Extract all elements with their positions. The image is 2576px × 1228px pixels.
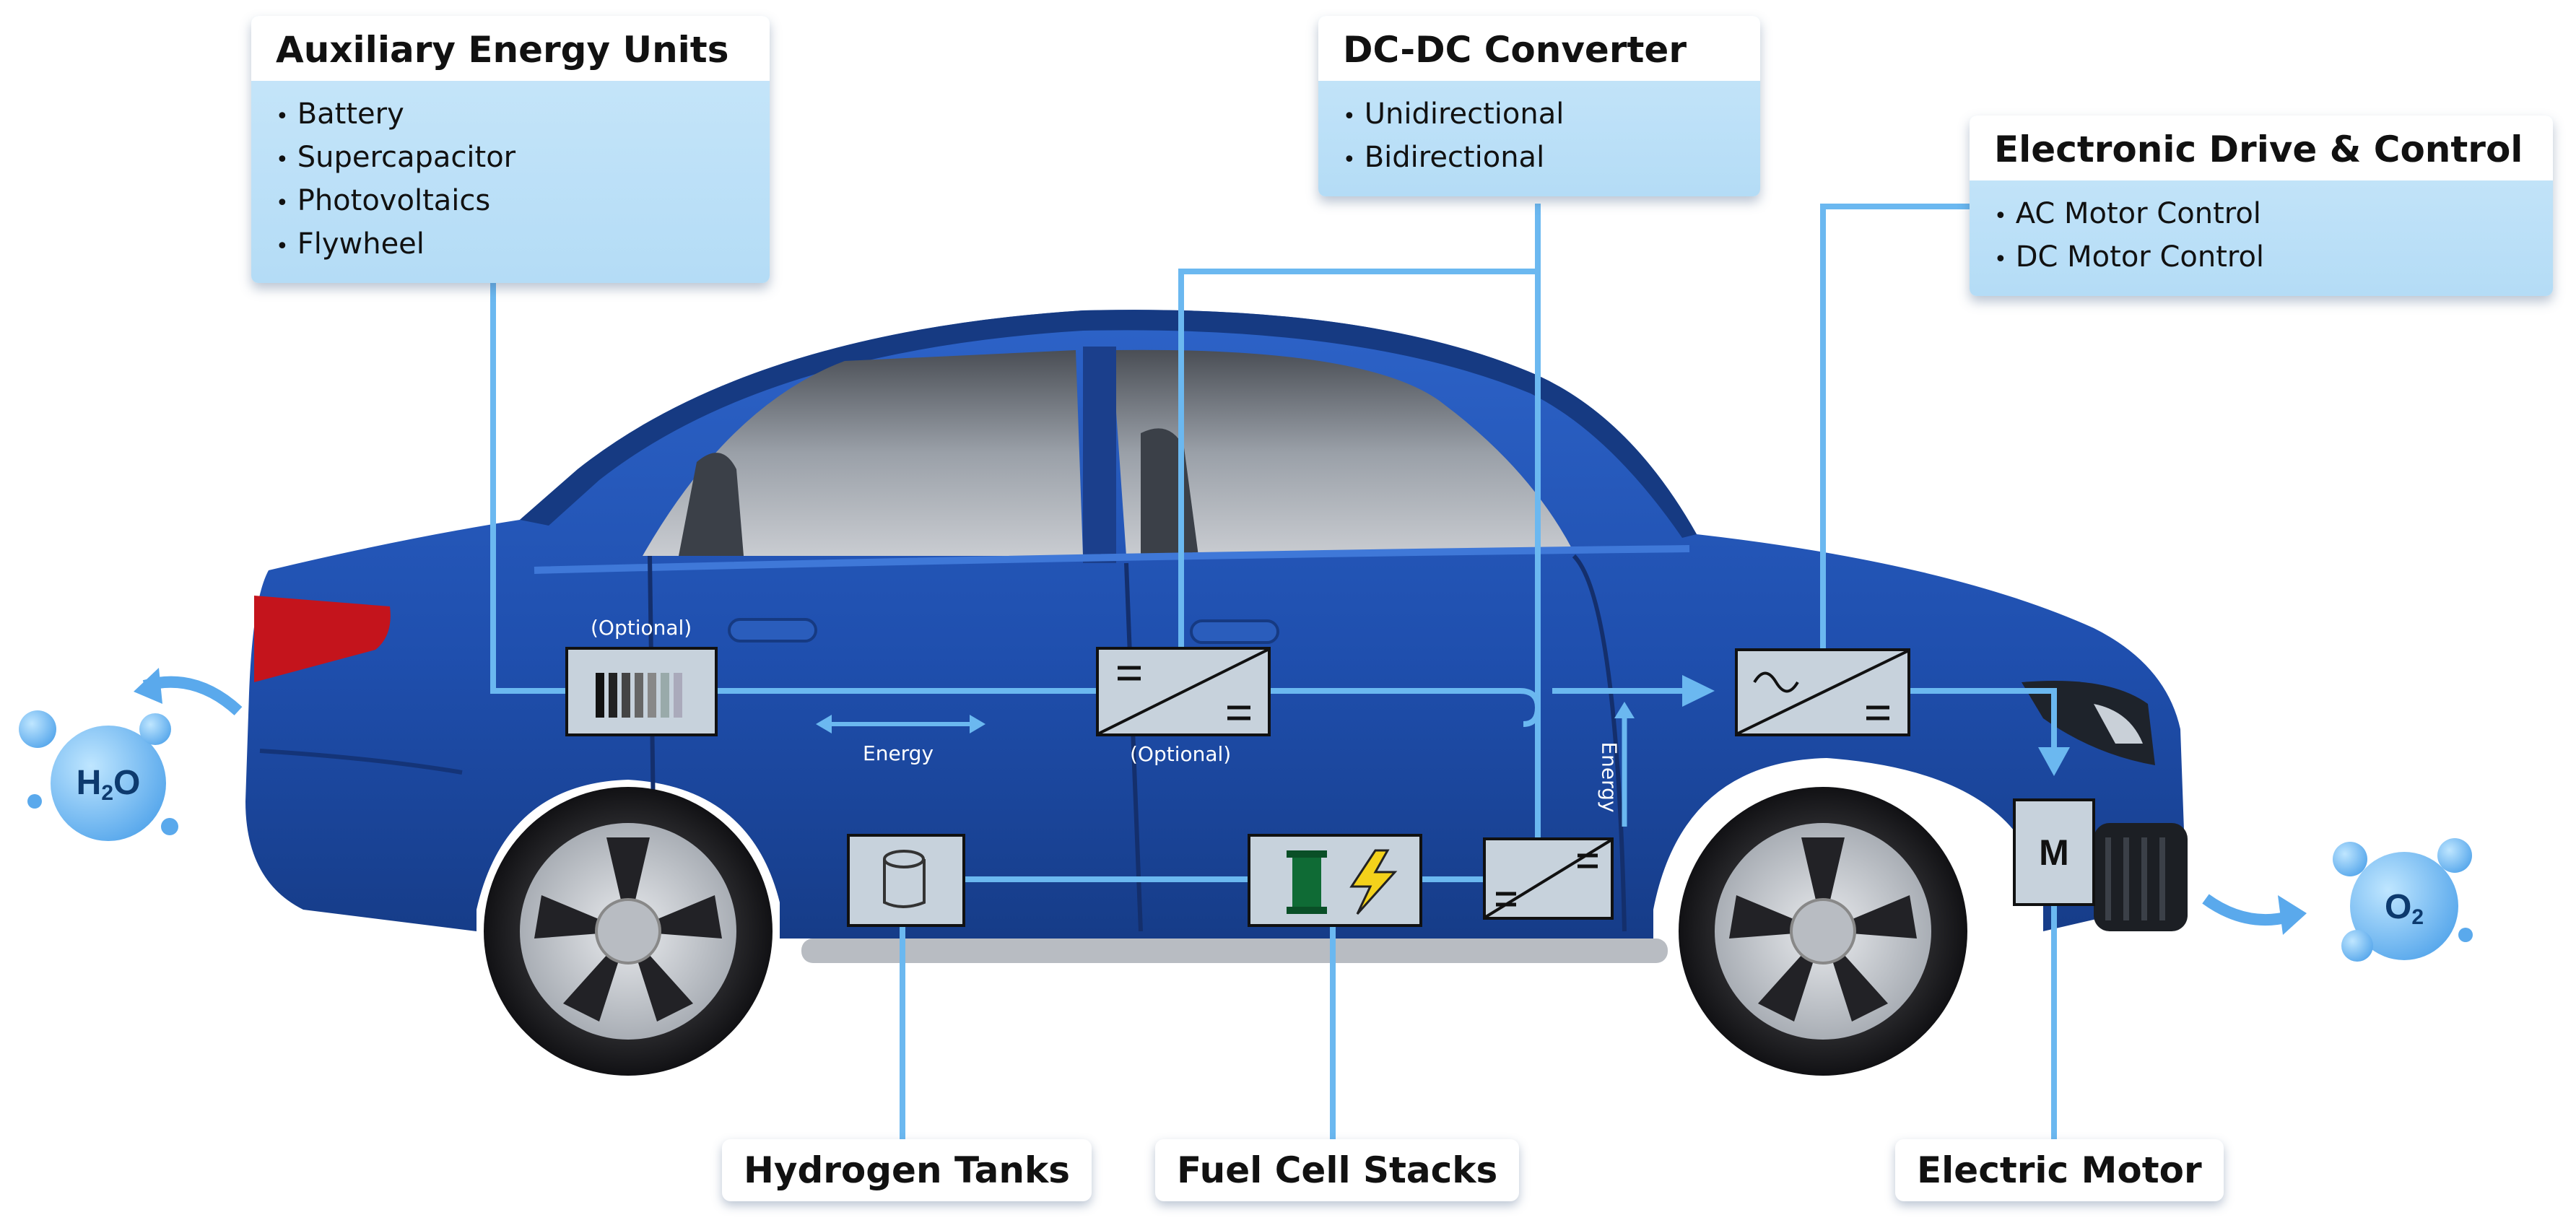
motor-box: M — [2013, 798, 2095, 906]
dcdc-item: Unidirectional — [1343, 94, 1736, 137]
underbody-skirt — [801, 939, 1668, 963]
battery-optional-label: (Optional) — [591, 616, 692, 640]
front-window — [1112, 349, 1574, 556]
fuel-cell-converter-box — [1483, 837, 1614, 920]
motor-arrowhead — [2038, 747, 2070, 776]
water-arrowhead — [134, 668, 162, 704]
door-seam-front — [1572, 554, 1627, 932]
water-molecule: H2O — [19, 710, 178, 841]
auxiliary-item: Battery — [276, 94, 745, 137]
auxiliary-energy-callout: Auxiliary Energy Units Battery Supercapa… — [251, 16, 770, 283]
energy-horizontal-label: Energy — [863, 741, 934, 765]
headlight-lens — [2094, 704, 2143, 744]
auxiliary-energy-title: Auxiliary Energy Units — [251, 16, 770, 81]
battery-box — [565, 647, 718, 736]
oxygen-molecule: O2 — [2333, 838, 2473, 962]
auxiliary-item: Flywheel — [276, 224, 745, 267]
hydrogen-tank-box — [847, 834, 965, 927]
energy-up-arrowhead — [1614, 702, 1635, 718]
electric-motor-label: Electric Motor — [1895, 1139, 2224, 1201]
svg-text:H2O: H2O — [77, 764, 141, 805]
auxiliary-item: Supercapacitor — [276, 137, 745, 180]
converter-optional-label: (Optional) — [1130, 742, 1232, 766]
front-wheel — [1679, 787, 1967, 1076]
rear-seat — [679, 453, 744, 556]
svg-text:O2: O2 — [2385, 888, 2424, 929]
drive-item: AC Motor Control — [1994, 193, 2528, 237]
door-seam-middle — [1124, 562, 1143, 932]
dcdc-item: Bidirectional — [1343, 137, 1736, 180]
rear-wheel — [484, 787, 773, 1076]
optional-converter-box — [1096, 647, 1271, 736]
dcdc-converter-callout: DC-DC Converter Unidirectional Bidirecti… — [1318, 16, 1760, 196]
rear-door-handle — [728, 618, 817, 643]
fuel-cell-box — [1248, 834, 1422, 927]
hydrogen-tanks-label: Hydrogen Tanks — [722, 1139, 1092, 1201]
front-door-handle — [1190, 619, 1279, 644]
drive-control-callout: Electronic Drive & Control AC Motor Cont… — [1970, 116, 2553, 296]
bus-arrowhead — [1682, 675, 1715, 707]
drive-item: DC Motor Control — [1994, 237, 2528, 280]
roof-line — [520, 310, 1697, 538]
belt-line — [534, 545, 1690, 574]
drive-box — [1735, 648, 1910, 736]
grille-slats — [2105, 837, 2165, 920]
drive-control-title: Electronic Drive & Control — [1970, 116, 2553, 180]
fuel-cell-stacks-label: Fuel Cell Stacks — [1155, 1139, 1520, 1201]
oxygen-arrowhead — [2278, 895, 2307, 935]
energy-vertical-label: Energy — [1597, 741, 1622, 813]
auxiliary-item: Photovoltaics — [276, 180, 745, 224]
energy-right-arrowhead — [970, 715, 985, 733]
body-crease — [259, 749, 463, 775]
dcdc-converter-title: DC-DC Converter — [1318, 16, 1760, 81]
energy-left-arrowhead — [816, 715, 832, 733]
motor-letter: M — [2039, 832, 2069, 873]
b-pillar — [1083, 347, 1116, 563]
rear-window — [643, 350, 1083, 556]
oxygen-intake-arrow — [2202, 894, 2290, 926]
tail-light — [254, 596, 391, 682]
connection-lines — [490, 204, 2057, 1146]
